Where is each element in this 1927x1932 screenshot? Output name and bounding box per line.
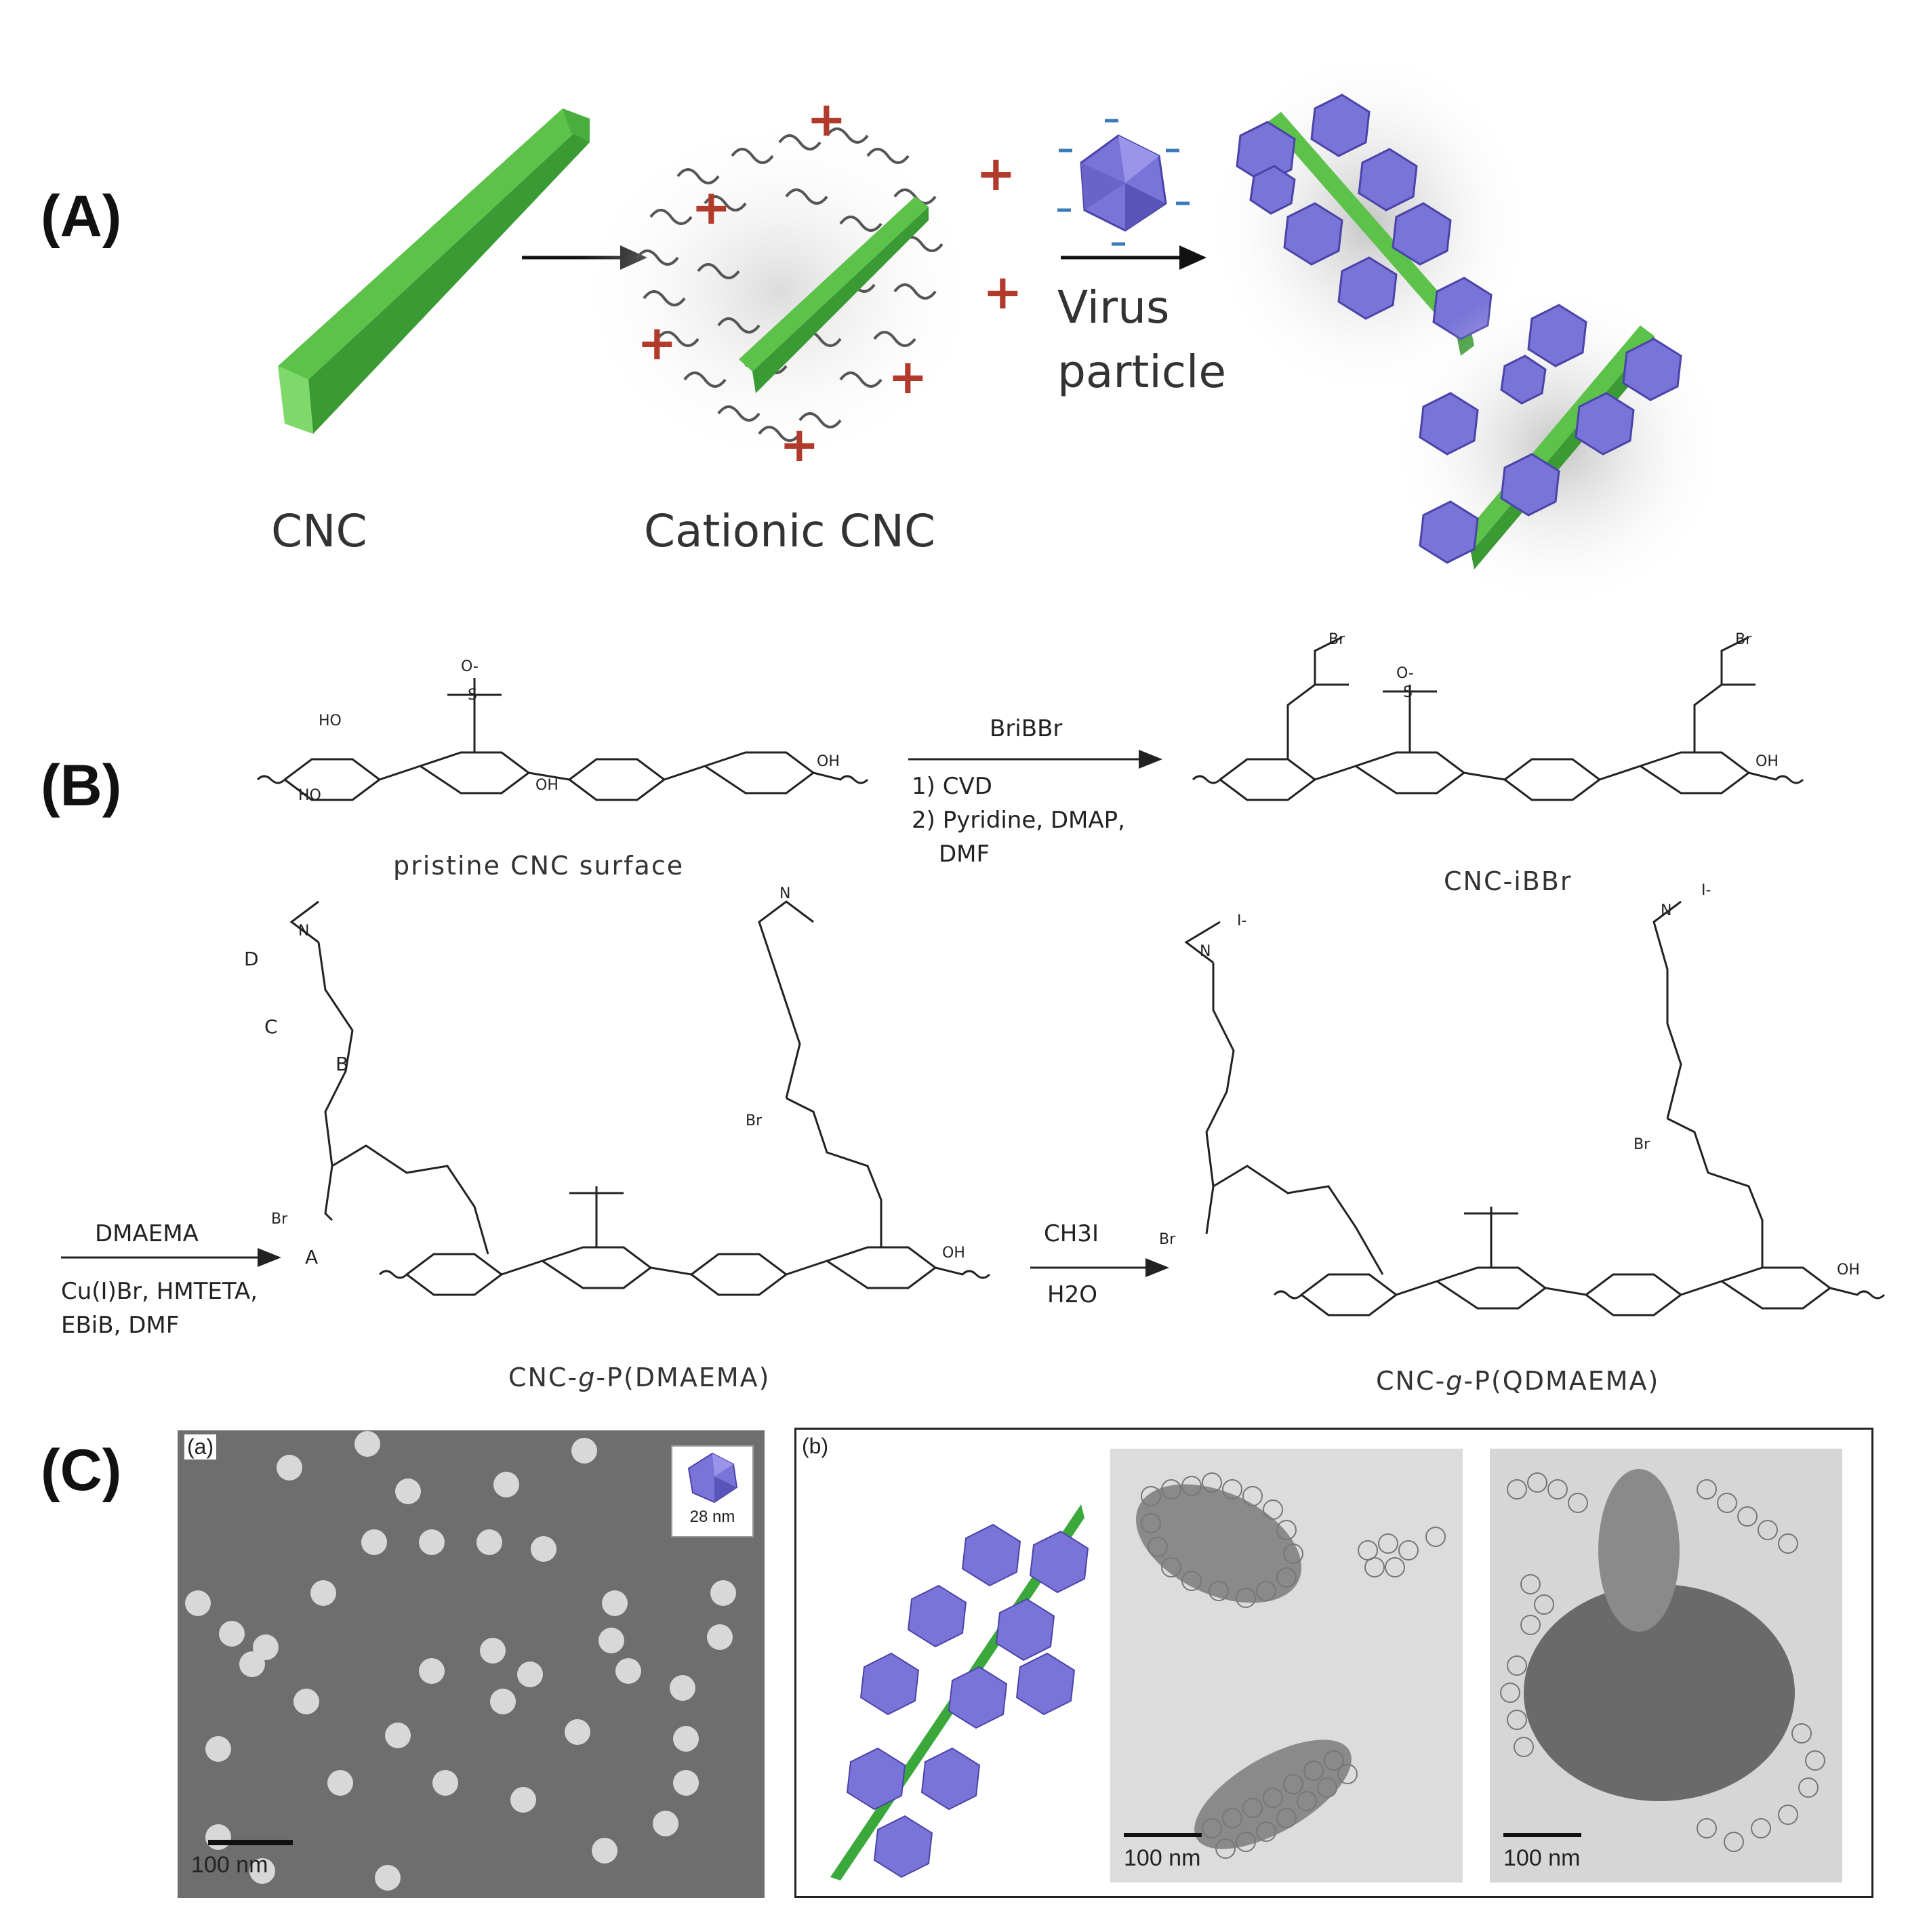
step1-cond-2: 2) Pyridine, DMAP, <box>912 807 1125 834</box>
step2-label-d: D <box>244 948 259 970</box>
atom-oh: OH <box>1756 753 1779 770</box>
cationic-cnc: + + + + + + + <box>576 92 1023 472</box>
svg-text:+: + <box>691 180 731 235</box>
label-virus-line1: Virus <box>1057 281 1170 334</box>
panel-a-illustration: + + + + + + + <box>278 47 1728 610</box>
atom-oh: OH <box>1837 1262 1860 1279</box>
ibbr-chain <box>1192 636 1804 801</box>
step2-reagent: DMAEMA <box>95 1220 199 1247</box>
label-dmaema-g: g <box>578 1363 596 1392</box>
label-cnc-ibbr: CNC-iBBr <box>1444 866 1573 896</box>
atom-ho: HO <box>319 712 342 729</box>
label-dmaema-suffix: -P(DMAEMA) <box>596 1363 771 1392</box>
step3-condition: H2O <box>1047 1281 1097 1308</box>
tem-b1-field <box>1124 1472 1446 1859</box>
label-virus-line2: particle <box>1057 346 1226 398</box>
label-pristine-cnc: pristine CNC surface <box>393 851 685 881</box>
label-qdmaema-prefix: CNC- <box>1376 1366 1446 1396</box>
atom-oh: OH <box>535 777 559 794</box>
step2-label-a: A <box>305 1246 319 1268</box>
svg-text:+: + <box>888 349 928 405</box>
atom-i-minus: I- <box>1701 882 1711 899</box>
svg-text:+: + <box>807 92 847 147</box>
atom-br: Br <box>746 1112 763 1129</box>
atom-s: S <box>1403 684 1413 701</box>
atom-br: Br <box>1735 631 1752 648</box>
tem-b2-field <box>1500 1469 1825 1852</box>
virus-cnc-complex-2 <box>1390 285 1728 610</box>
atom-ho: HO <box>298 787 321 804</box>
sub-label-a: (a) <box>184 1434 217 1460</box>
atom-br: Br <box>1328 631 1345 648</box>
svg-text:+: + <box>779 417 819 472</box>
atom-n: N <box>298 923 309 940</box>
cnc-rod <box>278 108 590 434</box>
panel-a-letter: (A) <box>41 184 122 249</box>
qdmaema-chain <box>1184 900 1886 1316</box>
atom-br: Br <box>271 1211 288 1228</box>
sub-label-b: (b) <box>802 1434 829 1458</box>
atom-n: N <box>779 885 790 902</box>
label-cnc: CNC <box>271 505 367 557</box>
atom-oh: OH <box>942 1245 965 1262</box>
panel-b-letter: (B) <box>41 753 122 818</box>
panel-b-chemistry: HO OH OH HO O- S Br Br OH O- S N N N N B… <box>61 631 1886 1316</box>
step1-cond-3: DMF <box>939 841 990 868</box>
step1-conditions: 1) CVD 2) Pyridine, DMAP, DMF <box>912 769 1125 871</box>
tem-image-b2: 100 nm <box>1490 1449 1842 1883</box>
virus-size-inset: 28 nm <box>671 1445 754 1537</box>
tem-image-a: (a) 28 nm 100 nm <box>178 1430 765 1898</box>
label-dmaema-prefix: CNC- <box>508 1363 579 1392</box>
atom-o-minus: O- <box>1396 665 1414 682</box>
step2-label-c: C <box>264 1015 278 1038</box>
atom-i-minus: I- <box>1237 912 1246 929</box>
virus-particle-icon <box>1057 119 1190 246</box>
atom-oh: OH <box>817 753 840 770</box>
label-cnc-g-p-dmaema: CNC-g-P(DMAEMA) <box>508 1363 770 1392</box>
step2-cond-2: EBiB, DMF <box>61 1312 180 1339</box>
step1-reagent: BriBBr <box>990 715 1063 742</box>
pristine-chain <box>256 678 869 801</box>
virus-icon-inset <box>687 1452 738 1504</box>
step1-cond-1: 1) CVD <box>912 773 992 800</box>
label-qdmaema-suffix: -P(QDMAEMA) <box>1463 1366 1660 1396</box>
svg-text:+: + <box>983 264 1023 320</box>
virus-size-note: 28 nm <box>689 1508 735 1526</box>
panel-c-letter: (C) <box>41 1438 122 1503</box>
panel-c-b-frame: (b) <box>794 1428 1873 1898</box>
step2-label-b: B <box>336 1053 349 1075</box>
atom-br: Br <box>1159 1231 1176 1248</box>
virus-cnc-complex-1 <box>1206 47 1532 400</box>
atom-o-minus: O- <box>461 658 479 675</box>
label-cnc-g-p-qdmaema: CNC-g-P(QDMAEMA) <box>1376 1366 1659 1396</box>
label-qdmaema-g: g <box>1446 1366 1464 1396</box>
scale-text-b2: 100 nm <box>1503 1845 1581 1871</box>
atom-br: Br <box>1634 1136 1650 1153</box>
cnc-virus-illustration <box>830 1504 1089 1880</box>
scale-text-a: 100 nm <box>191 1852 268 1878</box>
atom-n: N <box>1200 943 1211 960</box>
step2-conditions: Cu(I)Br, HMTETA, EBiB, DMF <box>61 1274 258 1342</box>
label-cationic-cnc: Cationic CNC <box>644 505 936 557</box>
arrow-cationic-to-virus <box>1061 245 1206 270</box>
atom-n: N <box>1661 902 1671 919</box>
dmaema-chain <box>289 900 991 1296</box>
tem-image-b1: 100 nm <box>1110 1449 1463 1883</box>
atom-s: S <box>468 687 477 704</box>
virus-particles-field <box>185 1431 736 1891</box>
step2-cond-1: Cu(I)Br, HMTETA, <box>61 1278 258 1305</box>
step3-reagent: CH3I <box>1044 1220 1099 1247</box>
svg-text:+: + <box>976 146 1016 201</box>
scale-text-b1: 100 nm <box>1124 1845 1201 1871</box>
svg-text:+: + <box>637 315 677 371</box>
